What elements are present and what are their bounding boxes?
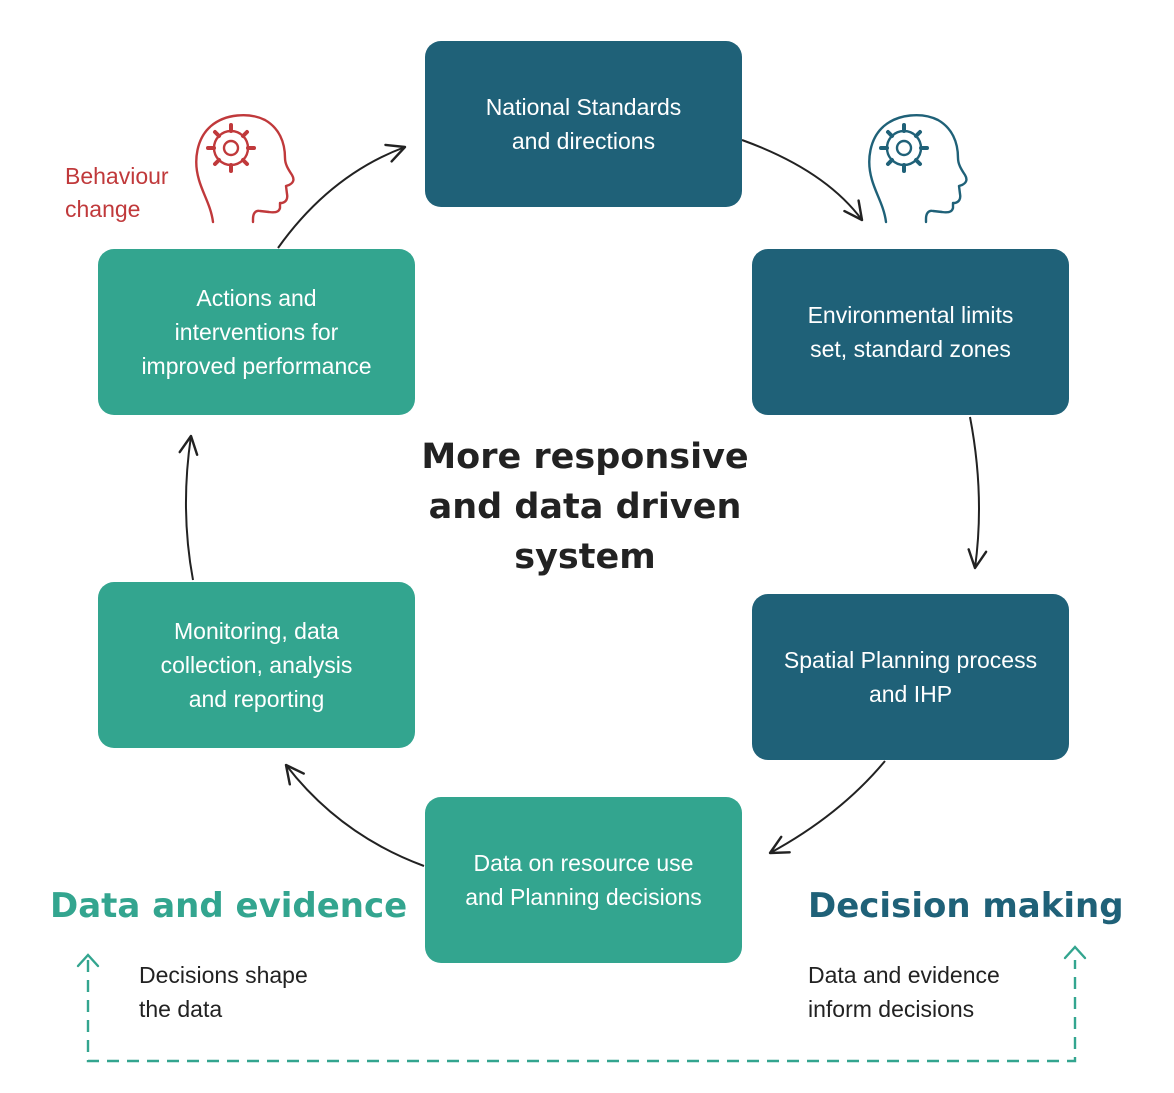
arrow-national-to-environmental	[741, 139, 864, 222]
dashed-arrowhead-right	[1063, 945, 1087, 960]
heading-decision-making: Decision making	[808, 886, 1124, 926]
box-environmental-limits: Environmental limits set, standard zones	[752, 249, 1069, 415]
heading-data-and-evidence: Data and evidence	[50, 886, 408, 926]
box-monitoring: Monitoring, data collection, analysis an…	[98, 582, 415, 748]
center-title: More responsive and data driven system	[421, 437, 749, 577]
arrow-environmental-to-spatial	[967, 416, 988, 570]
behaviour-change-label: Behaviour change	[65, 163, 169, 222]
head-gear-icon-teal	[868, 114, 968, 224]
box-national-standards: National Standards and directions	[425, 41, 742, 207]
note-data-inform-decisions: Data and evidence inform decisions	[808, 962, 1000, 1022]
box-data-resource-use: Data on resource use and Planning decisi…	[425, 797, 742, 963]
box-actions: Actions and interventions for improved p…	[98, 249, 415, 415]
dashed-feedback-loop	[86, 960, 1077, 1063]
note-decisions-shape-data: Decisions shape the data	[139, 962, 308, 1022]
box-spatial-planning: Spatial Planning process and IHP	[752, 594, 1069, 760]
arrow-data-to-monitoring	[284, 763, 425, 867]
head-gear-icon-red	[195, 114, 295, 224]
arrow-actions-to-national	[277, 143, 407, 249]
arrow-spatial-to-data	[768, 760, 886, 855]
arrow-monitoring-to-actions	[178, 434, 199, 581]
dashed-arrowhead-left	[76, 953, 100, 968]
